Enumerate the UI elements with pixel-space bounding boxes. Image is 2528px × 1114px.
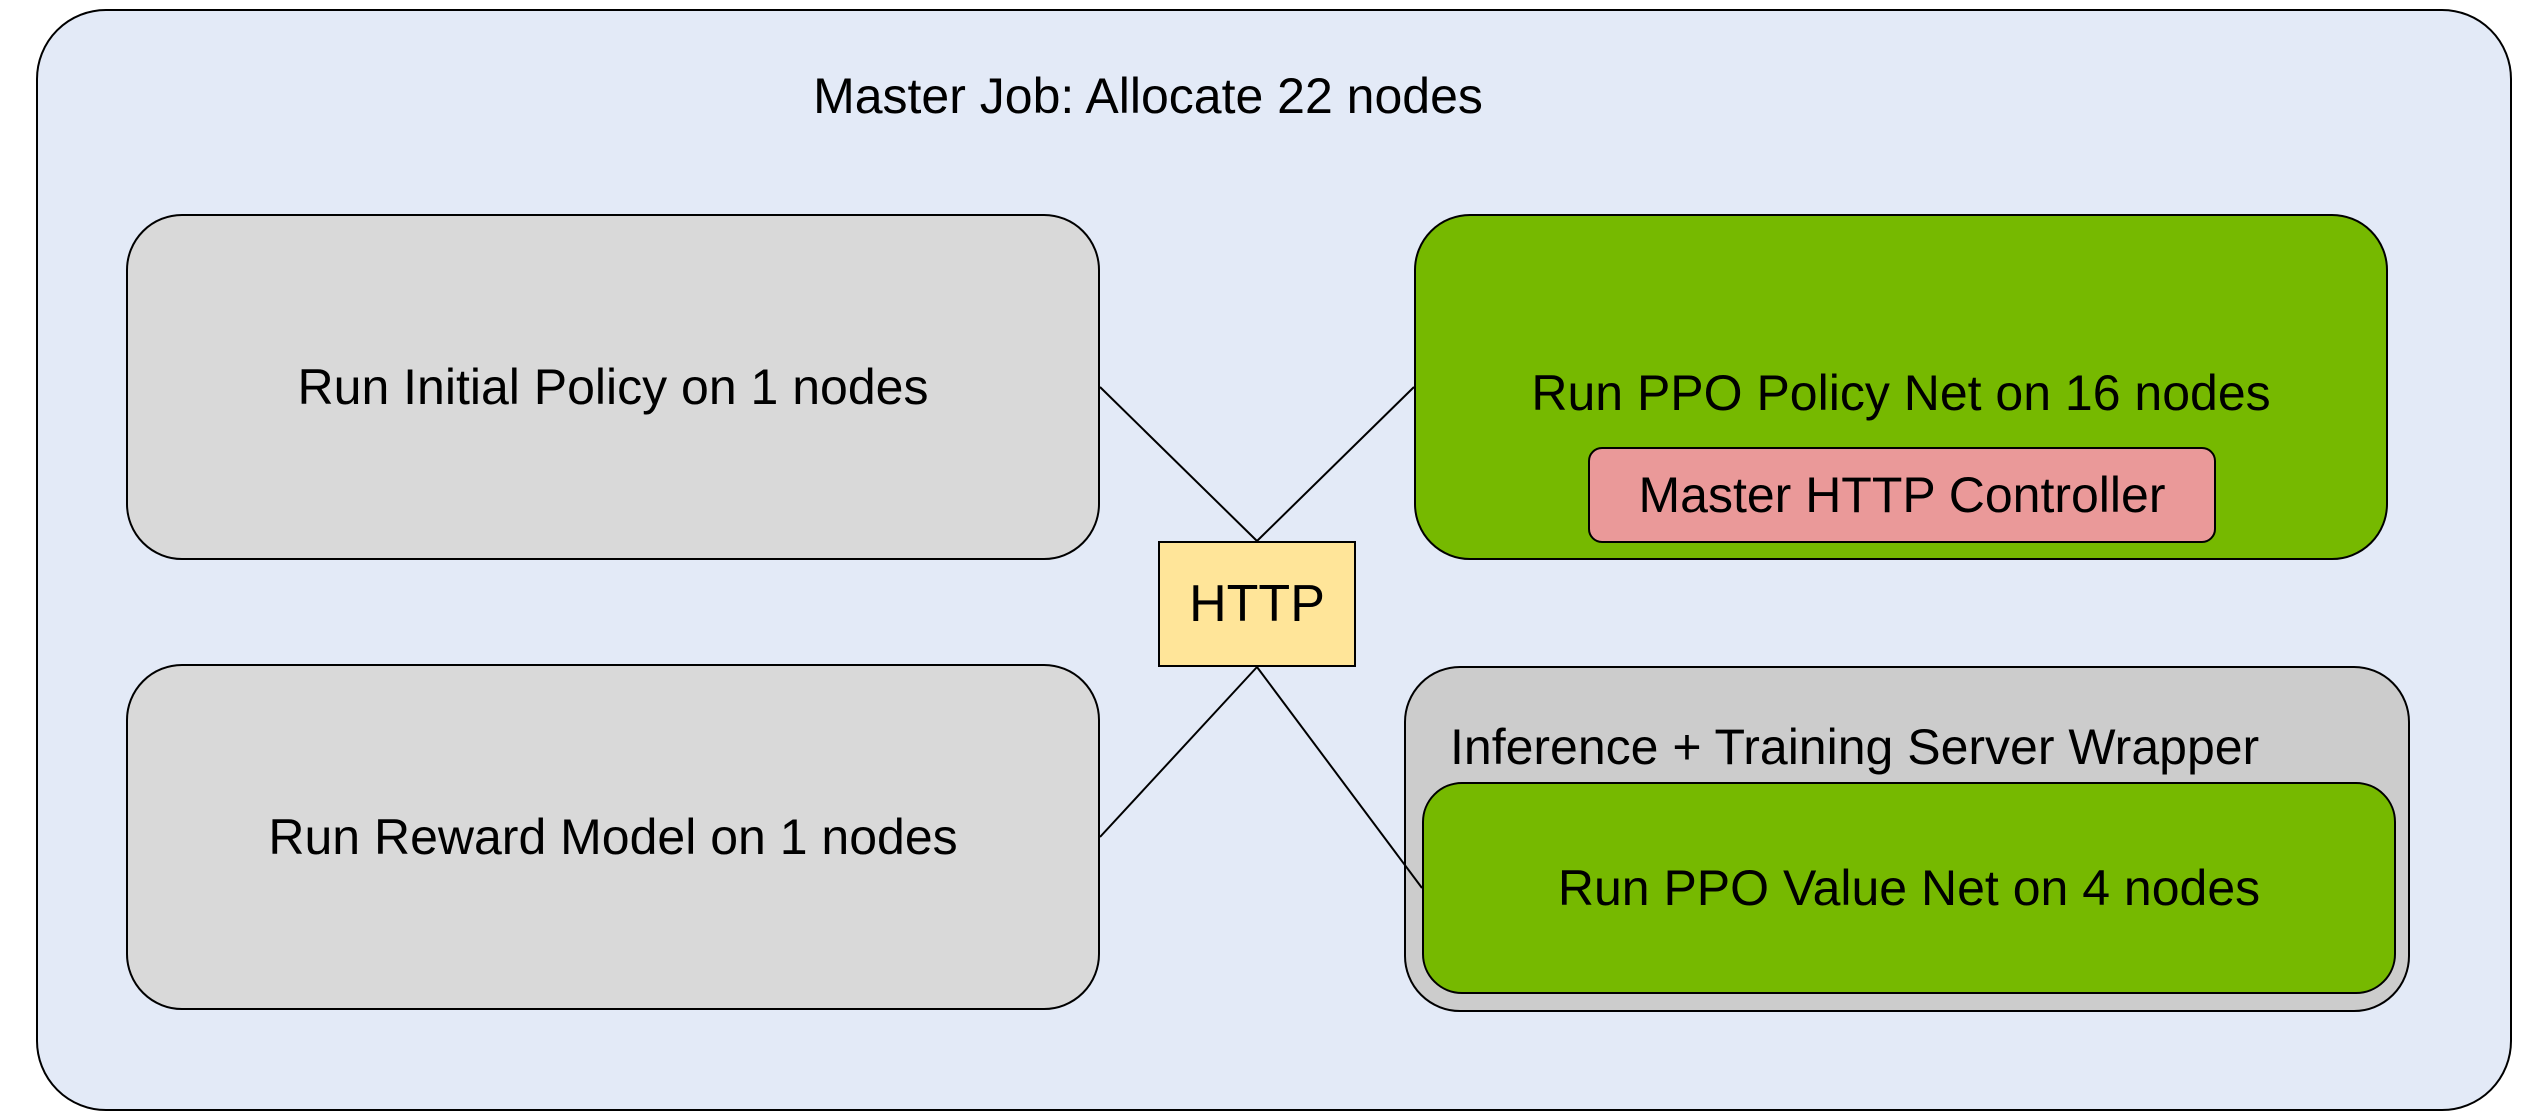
reward-model-label: Run Reward Model on 1 nodes	[268, 809, 958, 865]
initial-policy-node: Run Initial Policy on 1 nodes	[126, 214, 1100, 560]
connector-ppo-value	[1256, 666, 1423, 889]
server-wrapper-label: Inference + Training Server Wrapper	[1450, 719, 2260, 775]
master-http-controller-label: Master HTTP Controller	[1638, 467, 2166, 523]
initial-policy-label: Run Initial Policy on 1 nodes	[297, 359, 929, 415]
http-hub: HTTP	[1158, 541, 1356, 667]
ppo-value-label: Run PPO Value Net on 4 nodes	[1557, 860, 2261, 916]
http-label: HTTP	[1189, 575, 1325, 633]
master-job-title: Master Job: Allocate 22 nodes	[813, 68, 1483, 124]
connector-initial-policy	[1099, 386, 1258, 542]
master-http-controller: Master HTTP Controller	[1588, 447, 2216, 543]
reward-model-node: Run Reward Model on 1 nodes	[126, 664, 1100, 1010]
connector-reward-model	[1099, 666, 1258, 838]
ppo-policy-label: Run PPO Policy Net on 16 nodes	[1531, 365, 2271, 421]
ppo-value-node: Run PPO Value Net on 4 nodes	[1422, 782, 2396, 994]
connector-ppo-policy	[1256, 386, 1415, 542]
